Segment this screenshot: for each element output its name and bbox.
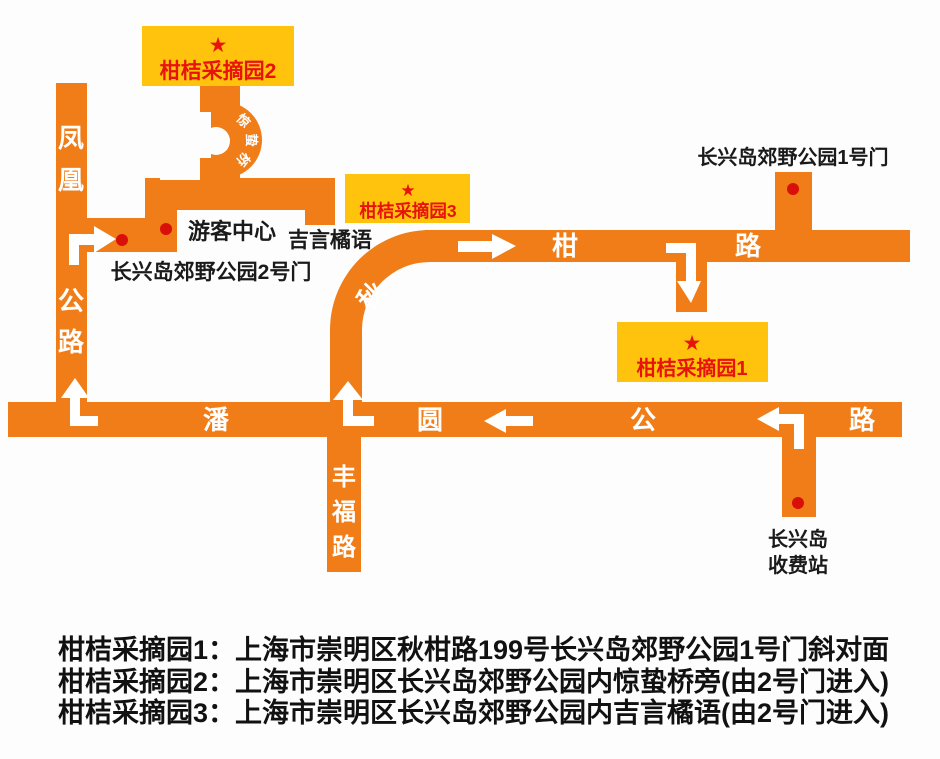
star-icon: ★ [400,181,415,200]
road-visitor-center-links [56,178,335,252]
road-char: 路 [58,327,85,357]
road-panyuan-horizontal [8,402,902,437]
badge-box [142,26,294,86]
arrow-head-down [677,281,701,303]
road-char: 福 [331,499,356,526]
badge-label: 柑桔采摘园3 [359,201,456,221]
arrow-head-right [94,226,116,253]
arrow-right-icon [458,234,516,259]
road-gate1-stub [775,172,812,230]
road-char: 潘 [203,405,230,435]
arrow-shaft [458,241,492,252]
bridge-ring-hole [202,127,230,155]
road-name-fengfu: 丰 福 路 [331,464,357,561]
arrow-shaft [69,234,94,245]
road-qiugan-curve [330,230,430,437]
direction-arrows [61,226,804,449]
star-icon: ★ [683,332,702,355]
arrow-shaft [779,414,804,424]
star-icon: ★ [209,34,228,57]
road-char: 丰 [332,464,356,491]
arrow-left-icon [484,409,533,433]
road-fengfu-vertical [327,437,361,572]
road-fengfu-road [327,437,361,572]
bridge-char: 蛰 [244,133,259,146]
arrow-shaft [506,416,533,426]
arrow-head-up [61,378,89,398]
road-panyuan-highway [8,402,902,517]
address-line-3: 柑桔采摘园3：上海市崇明区长兴岛郊野公园内吉言橘语(由2号门进入) [58,697,889,728]
place-labels: 长兴岛郊野公园1号门 游客中心 吉言橘语 长兴岛郊野公园2号门 长兴岛 收费站 [111,145,889,577]
road-char: 凤 [58,123,84,153]
arrow-turn-left-icon [757,407,804,449]
location-dots [116,183,804,509]
label-visitor-center: 游客中心 [188,219,276,244]
arrow-shaft [686,243,696,281]
location-dot-visitor-center [160,223,172,235]
road-char: 公 [630,405,656,435]
arrow-tail [75,416,98,426]
road-char: 圆 [417,405,443,435]
arrow-head-right [492,234,516,259]
arrow-tail [69,234,79,265]
address-legend: 柑桔采摘园1：上海市崇明区秋柑路199号长兴岛郊野公园1号门斜对面 柑桔采摘园2… [58,634,889,728]
road-name-fenghuang: 凤 凰 公 路 [58,123,85,357]
arrow-shaft [343,400,353,426]
address-line-1: 柑桔采摘园1：上海市崇明区秋柑路199号长兴岛郊野公园1号门斜对面 [58,634,889,665]
address-line-2: 柑桔采摘园2：上海市崇明区长兴岛郊野公园内惊蛰桥旁(由2号门进入) [58,666,889,697]
badge-label: 柑桔采摘园2 [160,59,277,83]
garden-badge-1: ★ 柑桔采摘园1 [617,322,768,382]
bridge-ring-jingzhe [160,85,262,180]
road-char: 凰 [58,165,84,195]
location-dot-gate2 [116,234,128,246]
arrow-shaft [70,398,80,426]
arrow-head-left [484,409,506,433]
arrow-turn-up-icon [61,378,98,426]
road-char: 路 [332,533,357,561]
garden-badge-2: ★ 柑桔采摘园2 [142,26,294,86]
road-name-panyuan: 潘 圆 公 路 [203,405,876,435]
road-char: 柑 [552,231,578,261]
arrow-head-left [757,407,779,431]
bridge-stub-bottom [200,158,240,180]
label-gate2: 长兴岛郊野公园2号门 [111,260,312,284]
road-char: 公 [58,286,84,316]
label-toll-line1: 长兴岛 [768,527,828,551]
arrow-tail [794,421,804,449]
label-toll-line2: 收费站 [768,553,828,577]
road-char: 路 [735,231,762,261]
arrow-tail [352,416,374,426]
badge-label: 柑桔采摘园1 [636,356,747,380]
arrow-turn-right-icon [69,226,116,265]
garden-badge-3: ★ 柑桔采摘园3 [345,174,470,223]
arrow-head-up [333,381,363,400]
badge-box [617,322,768,382]
location-dot-gate1 [787,183,799,195]
road-char: 路 [849,405,876,435]
bridge-stub-top [200,85,240,112]
label-gate1: 长兴岛郊野公园1号门 [697,145,888,169]
location-dot-toll [792,497,804,509]
road-corner-leg [305,178,335,225]
arrow-turn-up-icon [333,381,374,426]
label-jiyanjuyu: 吉言橘语 [288,228,372,252]
road-upper-band [145,178,335,210]
arrow-tail [666,243,692,253]
badge-box [345,174,470,223]
arrow-turn-down-icon [666,243,701,303]
